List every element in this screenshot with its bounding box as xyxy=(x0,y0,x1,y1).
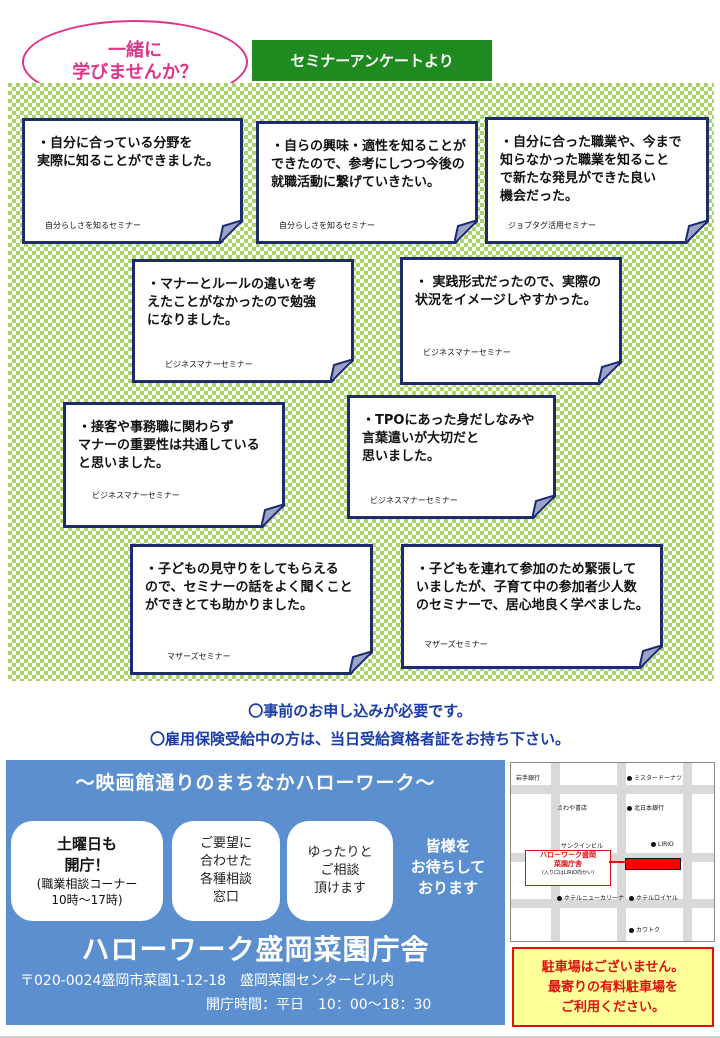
curl-corner-icon xyxy=(330,359,354,383)
map-callout: ハローワーク盛岡 菜園庁舎 (入り口はLIRIO向かい) xyxy=(525,850,611,886)
map-road xyxy=(511,899,714,908)
comment-note-1: ・自分に合っている分野を 実際に知ることができました。 自分らしさを知るセミナー xyxy=(22,118,243,244)
notice-application-required: 〇事前のお申し込みが必要です。 xyxy=(248,702,472,720)
note-source: 自分らしさを知るセミナー xyxy=(279,221,375,230)
map-label: ミスタードーナツ xyxy=(627,773,682,782)
comment-note-9: ・子どもを連れて参加のため緊張して いましたが、子育て中の参加者少人数 のセミナ… xyxy=(401,544,663,669)
map-label: 岩手銀行 xyxy=(516,775,541,782)
relaxed-consultation-pill: ゆったりと ご相談 頂けます xyxy=(287,821,393,921)
access-map: 岩手銀行 ミスタードーナツ さわや書店 北日本銀行 サンクインビル LIRIO … xyxy=(510,762,715,942)
note-text: ・自分に合っている分野を 実際に知ることができました。 xyxy=(37,136,220,169)
note-source: マザーズセミナー xyxy=(424,640,488,649)
saturday-hours-text: (職業相談コーナー 10時～17時) xyxy=(36,877,138,907)
curl-corner-icon xyxy=(349,651,373,675)
note-text: ・子どもを連れて参加のため緊張して いましたが、子育て中の参加者少人数 のセミナ… xyxy=(416,562,649,613)
map-road xyxy=(617,763,626,941)
landmark-dot-icon xyxy=(629,896,634,901)
note-source: ジョブタグ活用セミナー xyxy=(508,221,596,230)
landmark-dot-icon xyxy=(627,776,632,781)
landmark-dot-icon xyxy=(627,806,632,811)
curl-corner-icon xyxy=(219,220,243,244)
curl-corner-icon xyxy=(454,220,478,244)
office-hours: 開庁時間：平日 10：00～18：30 xyxy=(206,997,432,1013)
note-text: ・TPOにあった身だしなみや 言葉遣いが大切だと 思いました。 xyxy=(362,413,535,464)
landmark-dot-icon xyxy=(651,842,656,847)
map-label: 北日本銀行 xyxy=(627,803,664,812)
saturday-open-text: 土曜日も 開庁！ xyxy=(56,835,117,874)
callout-title: ハローワーク盛岡 菜園庁舎 xyxy=(540,851,596,868)
info-heading: ～映画館通りのまちなかハローワーク～ xyxy=(75,772,436,794)
note-text: ・マナーとルールの違いを考 えたことがなかったので勉強 になりました。 xyxy=(147,277,317,328)
note-source: ビジネスマナーセミナー xyxy=(370,496,458,505)
comment-note-5: ・ 実践形式だったので、実際の 状況をイメージしやすかった。 ビジネスマナーセミ… xyxy=(400,257,622,385)
note-source: マザーズセミナー xyxy=(167,652,231,661)
survey-title-bar: セミナーアンケートより xyxy=(252,40,492,81)
saturday-open-pill: 土曜日も 開庁！ (職業相談コーナー 10時～17時) xyxy=(11,821,163,921)
note-text: ・自らの興味・適性を知ることが できたので、参考にしつつ今後の 就職活動に繋げて… xyxy=(271,139,467,190)
note-source: ビジネスマナーセミナー xyxy=(423,348,511,357)
map-label: サンクインビル xyxy=(561,843,604,850)
landmark-dot-icon xyxy=(557,896,562,901)
comment-note-7: ・TPOにあった身だしなみや 言葉遣いが大切だと 思いました。 ビジネスマナーセ… xyxy=(347,395,556,519)
office-name: ハローワーク盛岡菜園庁舎 xyxy=(81,933,430,966)
landmark-dot-icon xyxy=(629,928,634,933)
map-label: LIRIO xyxy=(651,841,674,848)
curl-corner-icon xyxy=(639,645,663,669)
hellowork-building-marker xyxy=(625,858,681,870)
comment-note-6: ・接客や事務職に関わらず マナーの重要性は共通している と思いました。 ビジネス… xyxy=(63,402,285,528)
curl-corner-icon xyxy=(261,504,285,528)
map-road xyxy=(511,785,714,794)
map-road xyxy=(683,763,692,941)
note-source: 自分らしさを知るセミナー xyxy=(45,221,141,230)
comment-note-8: ・子どもの見守りをしてもらえる ので、セミナーの話をよく聞くこと ができとても助… xyxy=(130,544,373,675)
map-label: ホテルロイヤル xyxy=(629,893,678,902)
office-address: 〒020-0024盛岡市菜園1-12-18 盛岡菜園センタービル内 xyxy=(20,973,395,989)
bubble-line-1: 一緒に xyxy=(108,40,162,61)
note-text: ・ 実践形式だったので、実際の 状況をイメージしやすかった。 xyxy=(415,275,602,308)
note-source: ビジネスマナーセミナー xyxy=(92,491,180,500)
comment-note-4: ・マナーとルールの違いを考 えたことがなかったので勉強 になりました。 ビジネス… xyxy=(132,259,354,383)
curl-corner-icon xyxy=(598,361,622,385)
parking-notice: 駐車場はございません。 最寄りの有料駐車場を ご利用ください。 xyxy=(512,947,714,1027)
note-source: ビジネスマナーセミナー xyxy=(165,360,253,369)
curl-corner-icon xyxy=(532,495,556,519)
callout-subtitle: (入り口はLIRIO向かい) xyxy=(541,870,595,876)
map-label: さわや書店 xyxy=(557,805,588,812)
note-text: ・接客や事務職に関わらず マナーの重要性は共通している と思いました。 xyxy=(78,420,260,471)
note-text: ・自分に合った職業や、今まで 知らなかった職業を知ること で新たな発見ができた良… xyxy=(500,135,682,204)
page-bottom-border xyxy=(0,1036,720,1038)
relaxed-consultation-text: ゆったりと ご相談 頂けます xyxy=(307,845,373,896)
bubble-line-2: 学びませんか？ xyxy=(72,62,198,83)
hellowork-info-panel: ～映画館通りのまちなかハローワーク～ 土曜日も 開庁！ (職業相談コーナー 10… xyxy=(6,760,505,1025)
notice-bring-certificate: 〇雇用保険受給中の方は、当日受給資格者証をお持ち下さい。 xyxy=(149,730,570,748)
consultation-window-pill: ご要望に 合わせた 各種相談 窓口 xyxy=(172,821,280,921)
comment-note-2: ・自らの興味・適性を知ることが できたので、参考にしつつ今後の 就職活動に繋げて… xyxy=(256,121,478,244)
survey-panel: ・自分に合っている分野を 実際に知ることができました。 自分らしさを知るセミナー… xyxy=(8,83,714,681)
consultation-window-text: ご要望に 合わせた 各種相談 窓口 xyxy=(199,836,252,905)
map-label: ホテルニューカリーナ xyxy=(557,893,624,902)
map-label: カワトク xyxy=(629,925,660,934)
comment-note-3: ・自分に合った職業や、今まで 知らなかった職業を知ること で新たな発見ができた良… xyxy=(485,117,709,244)
map-road xyxy=(511,853,714,862)
note-text: ・子どもの見守りをしてもらえる ので、セミナーの話をよく聞くこと ができとても助… xyxy=(145,562,353,613)
curl-corner-icon xyxy=(685,220,709,244)
welcome-text: 皆様を お待ちして おります xyxy=(410,837,486,897)
map-pointer xyxy=(609,861,627,863)
